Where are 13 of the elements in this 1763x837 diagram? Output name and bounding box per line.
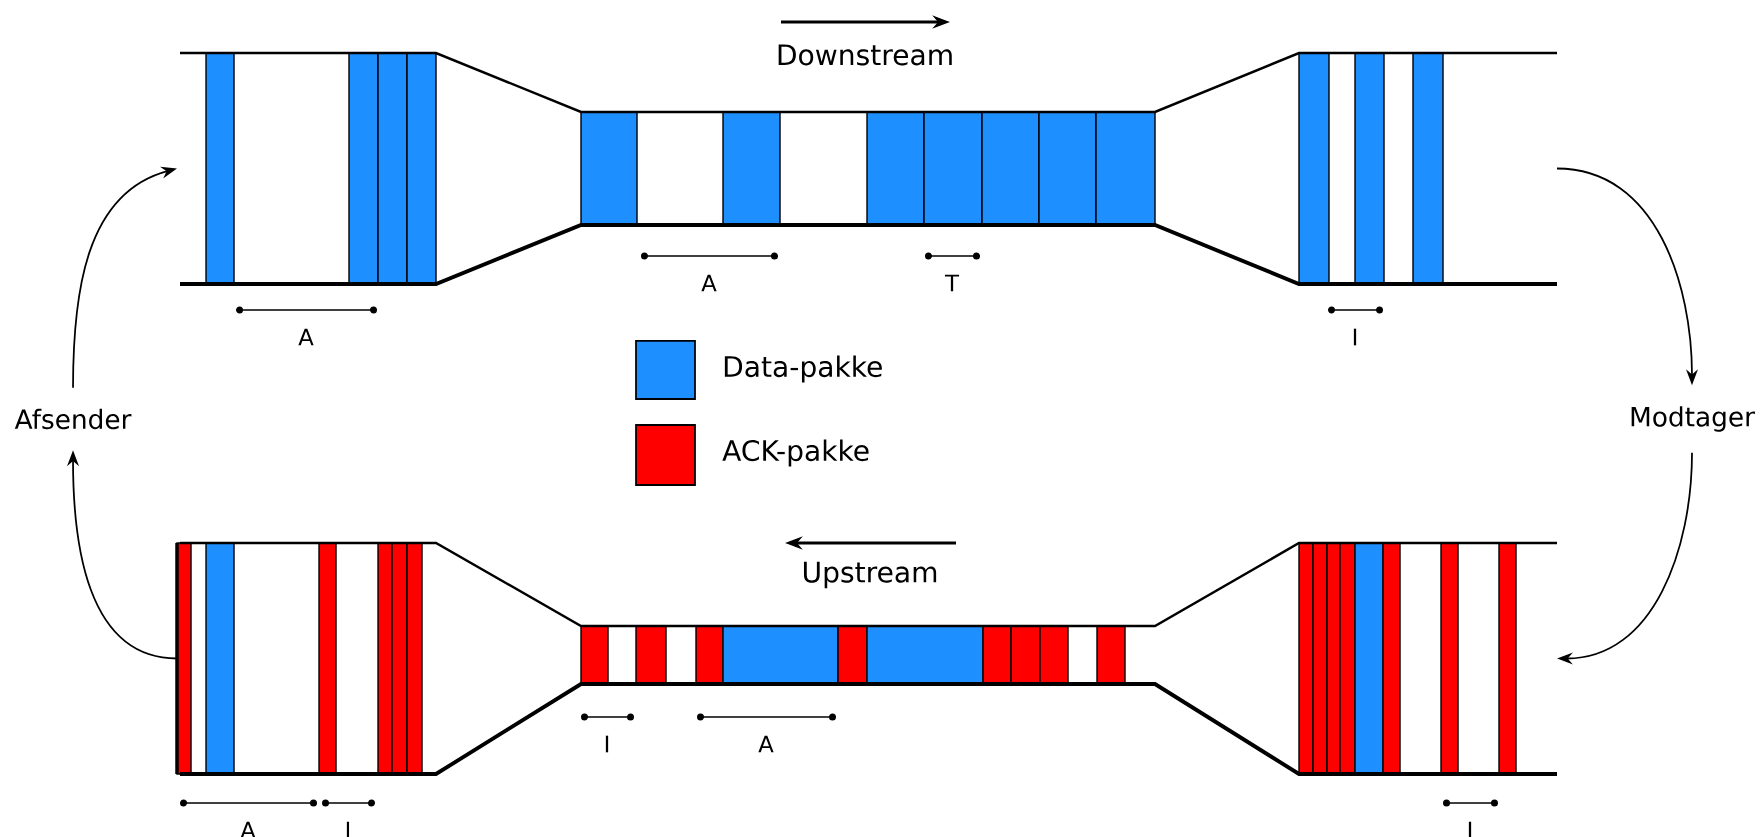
legend-label: Data-pakke xyxy=(724,355,882,383)
endpoint-label: Modtager xyxy=(1631,406,1755,432)
dimension-label: I xyxy=(1353,328,1357,346)
dimension-label: A xyxy=(298,328,314,346)
dimension-label: A xyxy=(758,735,774,753)
pipe-drawing xyxy=(175,541,1557,776)
direction-label: Upstream xyxy=(804,561,937,589)
dimension-label: A xyxy=(701,274,717,292)
dimension-label: I xyxy=(605,735,609,753)
endpoint-label: Afsender xyxy=(14,408,132,430)
legend-label: ACK-pakke xyxy=(722,439,869,467)
dimension-label: T xyxy=(944,274,960,292)
direction-label: Downstream xyxy=(778,44,952,66)
